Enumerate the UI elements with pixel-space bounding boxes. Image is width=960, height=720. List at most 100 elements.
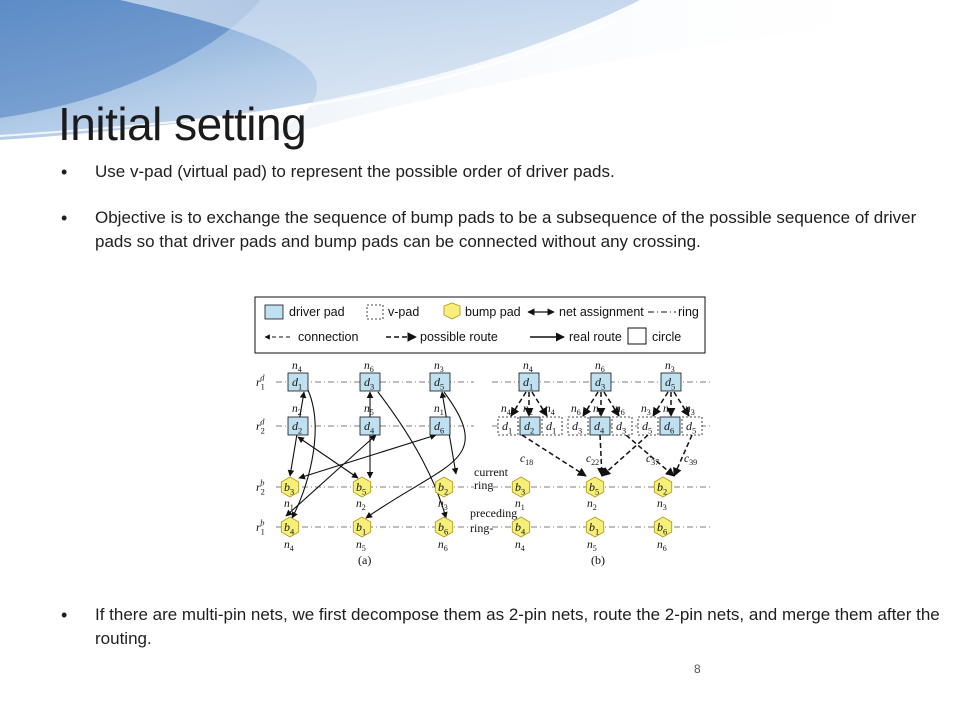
v-pad-label: d5: [642, 419, 652, 435]
v-pad-label: d1: [502, 419, 512, 435]
bump-pad-label: b4: [284, 520, 295, 536]
circle-label: c18: [520, 453, 533, 467]
legend-driver-pad: driver pad: [289, 305, 345, 319]
bump-pad: [352, 516, 372, 538]
panel-b-caption: (b): [591, 553, 605, 567]
legend-circle: circle: [652, 330, 681, 344]
v-pad-label: d1: [546, 419, 556, 435]
driver-pad: [429, 372, 451, 392]
net-label-top: n4: [292, 360, 302, 374]
route-a-curve: [291, 389, 316, 519]
v-pad: [541, 416, 563, 436]
bump-pad-label: b5: [356, 480, 366, 496]
v-pad-label: d3: [616, 419, 626, 435]
possible-route-circle: [521, 434, 587, 477]
driver-pad: [429, 416, 451, 436]
possible-route: [652, 391, 669, 417]
v-pad: [567, 416, 589, 436]
ring-label: r1d: [256, 373, 265, 391]
bump-pad: [511, 516, 531, 538]
bump-pad: [434, 476, 454, 498]
driver-pad-label: d2: [292, 419, 302, 435]
bump-pad: [352, 476, 372, 498]
page-number: 8: [694, 662, 701, 676]
net-label-top: n6: [595, 360, 605, 374]
driver-pad-label: d1: [292, 375, 302, 391]
bullet-list: Use v-pad (virtual pad) to represent the…: [58, 160, 918, 254]
current-ring-label: current: [474, 465, 509, 479]
bump-pad-label: b5: [589, 480, 599, 496]
possible-route: [510, 391, 527, 417]
bump-pad: [280, 516, 300, 538]
driver-pad-label: d4: [364, 419, 375, 435]
bump-pad-label: b3: [515, 480, 525, 496]
possible-route-circle: [601, 434, 649, 477]
bump-pad-label: b6: [438, 520, 448, 536]
driver-pad-label: d5: [434, 375, 444, 391]
header-decoration: [0, 0, 960, 142]
net-label-top: n3: [434, 360, 444, 374]
driver-pad-label: d2: [524, 419, 534, 435]
ring-label: r2d: [256, 417, 265, 435]
legend-bump-pad-icon: [443, 302, 461, 320]
bump-pad: [585, 476, 605, 498]
route-a: [297, 436, 359, 479]
net-label-row: n2: [523, 403, 533, 417]
ring-label: r1b: [256, 518, 265, 536]
driver-pad: [589, 416, 611, 436]
circle-label: c22: [586, 453, 599, 467]
driver-pad-label: d6: [434, 419, 444, 435]
possible-route-circle: [625, 434, 675, 477]
route-a: [298, 433, 437, 480]
bump-pad: [585, 516, 605, 538]
wave-shape-front: [0, 0, 260, 118]
bullet-item: If there are multi-pin nets, we first de…: [58, 603, 955, 651]
net-label-row: n5: [593, 403, 603, 417]
driver-pad-label: d6: [664, 419, 674, 435]
net-label-top: n4: [523, 360, 533, 374]
diagram-labels: r1dr2dr2br1bd1n4d3n6d5n3d2n2d4n5d6n1b3n1…: [256, 360, 697, 567]
legend-driver-pad-icon: [264, 304, 284, 320]
bump-pad: [653, 516, 673, 538]
driver-pad: [659, 416, 681, 436]
preceding-ring-label: preceding: [470, 506, 517, 520]
circle-label: c39: [684, 453, 697, 467]
v-pad-label: d5: [686, 419, 696, 435]
panel-a-caption: (a): [358, 553, 371, 567]
legend-v-pad-icon: [366, 304, 384, 320]
net-label-row: n1: [663, 403, 673, 417]
net-label-top: n3: [665, 360, 675, 374]
v-pad: [611, 416, 633, 436]
net-label-bump-upper: n1: [284, 498, 294, 512]
pads: [280, 372, 703, 538]
net-label-bump-lower: n6: [657, 539, 667, 553]
driver-pad: [660, 372, 682, 392]
route-a-curve: [377, 391, 448, 519]
net-label-bump-upper: n1: [515, 498, 525, 512]
bump-pad: [653, 476, 673, 498]
driver-pad-label: d3: [364, 375, 374, 391]
driver-pad-label: d4: [594, 419, 605, 435]
net-label-bump-upper: n3: [657, 498, 667, 512]
net-label-row: n6: [571, 403, 581, 417]
legend-ring: ring: [678, 305, 699, 319]
bump-pad-label: b1: [589, 520, 599, 536]
net-label-bump-lower: n5: [356, 539, 366, 553]
net-label-row: n3: [641, 403, 651, 417]
driver-pad: [287, 372, 309, 392]
routes: [285, 389, 693, 519]
bump-pad: [434, 516, 454, 538]
driver-pad: [359, 416, 381, 436]
legend-bump-pad: bump pad: [465, 305, 521, 319]
v-pad-label: d3: [572, 419, 582, 435]
possible-route-circle: [597, 434, 607, 477]
bump-pad-label: b2: [438, 480, 448, 496]
route-a-curve: [365, 391, 466, 519]
net-label-bump-lower: n6: [438, 539, 448, 553]
net-label-top: n6: [364, 360, 374, 374]
driver-pad-label: d3: [595, 375, 605, 391]
legend-circle-icon: [627, 327, 647, 345]
